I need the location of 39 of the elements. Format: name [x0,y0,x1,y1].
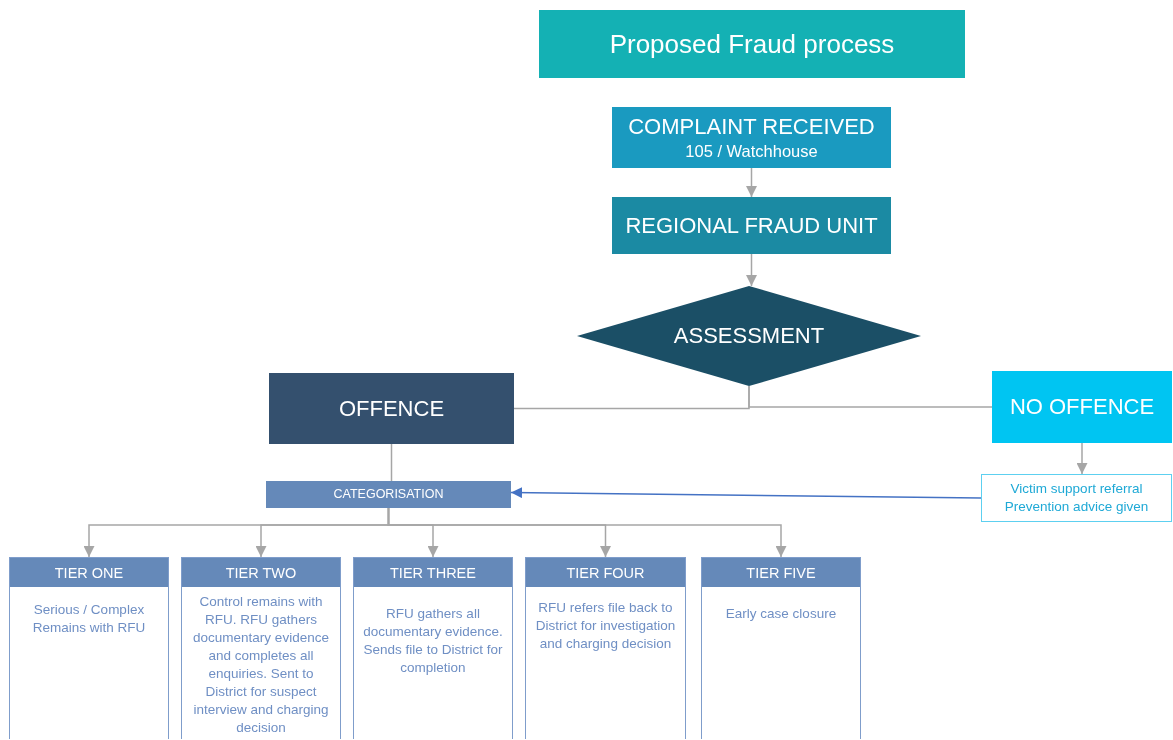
tier-description: Serious / Complex Remains with RFU [31,601,147,637]
arrow [746,167,757,198]
tier-card [525,557,686,739]
tier-description: Early case closure [724,605,838,623]
tier-header: TIER TWO [182,558,340,587]
outcome-box [269,373,514,444]
decision-label: ASSESSMENT [673,323,825,349]
outcome-box [992,371,1172,443]
tier-card [701,557,861,739]
note-box [981,474,1172,522]
tier-header: TIER THREE [354,558,512,587]
tier-card [353,557,513,739]
box-label: Proposed Fraud process [609,27,895,61]
tier-description: RFU refers file back to District for investigation and charging decision [534,599,677,653]
note-text: Prevention advice given [1004,498,1149,516]
tier-card [181,557,341,739]
arrow [1076,442,1088,475]
box-label: CATEGORISATION [333,486,444,503]
title-banner [539,10,965,78]
arrow [387,507,787,558]
tier-header: TIER ONE [10,558,168,587]
tier-description: RFU gathers all documentary evidence. Sends file to District for completion [362,605,504,677]
tier-card [9,557,169,739]
box-label: NO OFFENCE [1009,393,1155,421]
tier-header: TIER FOUR [526,558,685,587]
category-bar [266,481,511,508]
arrow [510,487,982,499]
box-subtitle: 105 / Watchhouse [685,140,818,162]
box-label: OFFENCE [338,394,445,423]
process-box [612,197,891,254]
tier-description: Control remains with RFU. RFU gathers documentary evidence and completes all enquiries. Sent to District for suspect interview and charging decision [192,593,330,737]
note-text: Victim support referral [1010,480,1143,498]
box-label: COMPLAINT RECEIVED [628,113,875,141]
arrow [746,253,757,287]
box-label: REGIONAL FRAUD UNIT [625,211,878,240]
tier-header: TIER FIVE [702,558,860,587]
connector-line [390,443,393,482]
connector-line [748,385,993,408]
process-box [612,107,891,168]
